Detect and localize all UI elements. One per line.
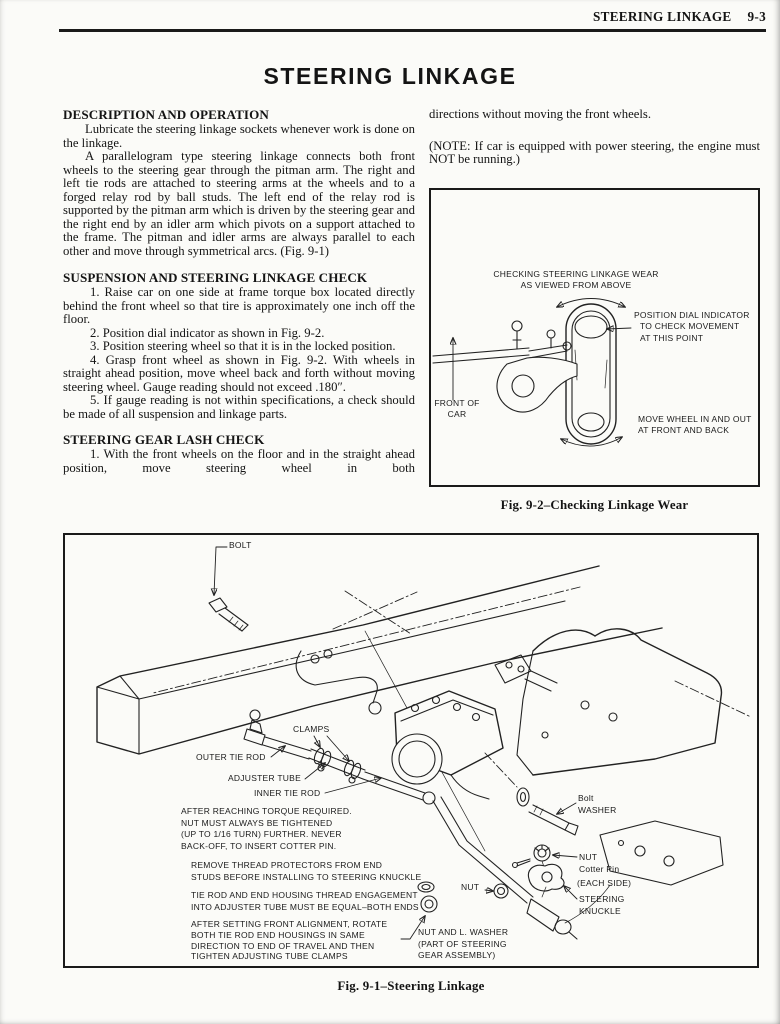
dial-indicator-pointer xyxy=(607,328,632,329)
figure-9-1-caption: Fig. 9-1–Steering Linkage xyxy=(337,979,485,993)
right-column: directions without moving the front whee… xyxy=(429,107,760,513)
paragraph: Lubricate the steering linkage sockets w… xyxy=(63,122,415,150)
alignment-note: AFTER SETTING FRONT ALIGNMENT, ROTATE BO… xyxy=(191,919,388,962)
figure-9-1: BOLT CLAMPS OUTER TIE ROD ADJUSTER TUBE … xyxy=(63,533,759,968)
nut-cotter-pin-label: NUT Cotter Pin xyxy=(579,852,620,874)
rotate-arrow-bottom xyxy=(561,437,622,446)
section-heading-suspension-check: SUSPENSION AND STEERING LINKAGE CHECK xyxy=(63,270,368,285)
front-of-car-label: FRONT OF CAR xyxy=(434,397,480,420)
note-text: (NOTE: If car is equipped with power ste… xyxy=(429,138,760,166)
thread-engagement-note: TIE ROD AND END HOUSING THREAD ENGAGEMEN… xyxy=(191,890,419,912)
left-frame-rail xyxy=(96,565,663,755)
fig92-heading-label: CHECKING STEERING LINKAGE WEAR AS VIEWED… xyxy=(493,268,659,291)
running-header: STEERING LINKAGE 9-3 xyxy=(59,9,766,25)
linkage-rods xyxy=(432,319,572,364)
header-rule xyxy=(59,29,766,32)
step-item: 2. Position dial indicator as shown in F… xyxy=(90,325,325,340)
idler-arm-bracket xyxy=(295,649,382,715)
move-wheel-label: MOVE WHEEL IN AND OUT AT FRONT AND BACK xyxy=(638,413,752,436)
bolt-washer-label: Bolt WASHER xyxy=(578,793,617,815)
section-heading-description: DESCRIPTION AND OPERATION xyxy=(63,107,269,122)
step-item: 1. With the front wheels on the floor an… xyxy=(63,447,415,475)
castellated-nut-part xyxy=(511,844,578,869)
running-header-section: STEERING LINKAGE xyxy=(592,9,732,24)
left-column: DESCRIPTION AND OPERATION Lubricate the … xyxy=(63,108,415,513)
page-title: STEERING LINKAGE xyxy=(263,63,517,89)
step-item: 5. If gauge reading is not within specif… xyxy=(63,393,415,421)
page-number: 9-3 xyxy=(747,9,766,24)
continuation-text: directions without moving the front whee… xyxy=(429,107,651,121)
gear-nut-washer-part xyxy=(400,881,438,940)
steering-arm xyxy=(496,356,578,413)
bolt-part xyxy=(208,546,249,632)
figure-9-2: CHECKING STEERING LINKAGE WEAR AS VIEWED… xyxy=(429,187,760,487)
steering-knuckle-part xyxy=(527,863,578,900)
torque-note: AFTER REACHING TORQUE REQUIRED. NUT MUST… xyxy=(181,806,352,851)
outer-tie-rod-label: OUTER TIE ROD xyxy=(196,752,266,762)
label-leaders xyxy=(270,735,381,794)
gear-nut-washer-label: NUT AND L. WASHER (PART OF STEERING GEAR… xyxy=(418,927,509,960)
clamps-label: CLAMPS xyxy=(293,724,330,734)
steering-knuckle-label: STEERING KNUCKLE xyxy=(579,894,625,916)
relay-rod xyxy=(432,796,611,940)
rotate-arrow-top xyxy=(557,297,625,307)
relay-rod-nut-part xyxy=(484,883,509,899)
thread-protectors-note: REMOVE THREAD PROTECTORS FROM END STUDS … xyxy=(191,860,422,882)
step-item: 4. Grasp front wheel as shown in Fig. 9-… xyxy=(63,352,415,394)
each-side-label: (EACH SIDE) xyxy=(577,878,632,888)
paragraph: A parallelogram type steering linkage co… xyxy=(63,149,415,258)
steering-shaft-coupler xyxy=(494,654,558,692)
idler-support-bracket xyxy=(599,820,724,886)
washer-bolt-part xyxy=(484,752,579,836)
adjuster-tube-label: ADJUSTER TUBE xyxy=(228,773,301,783)
position-dial-indicator-label: POSITION DIAL INDICATOR TO CHECK MOVEMEN… xyxy=(634,309,750,343)
fig-9-2-drawing xyxy=(432,297,632,446)
inner-tie-rod-label: INNER TIE ROD xyxy=(254,788,321,798)
text-columns: DESCRIPTION AND OPERATION Lubricate the … xyxy=(63,107,760,513)
step-item: 1. Raise car on one side at frame torque… xyxy=(63,285,415,326)
step-item: 3. Position steering wheel so that it is… xyxy=(90,339,396,353)
right-frame-rail xyxy=(516,628,752,776)
figure-9-2-caption: Fig. 9-2–Checking Linkage Wear xyxy=(500,497,689,512)
bolt-label: BOLT xyxy=(229,540,252,550)
fig-9-1-drawing xyxy=(96,546,752,940)
steering-gear xyxy=(391,690,504,800)
section-heading-lash-check: STEERING GEAR LASH CHECK xyxy=(63,432,265,447)
nut-label: NUT xyxy=(461,882,480,892)
